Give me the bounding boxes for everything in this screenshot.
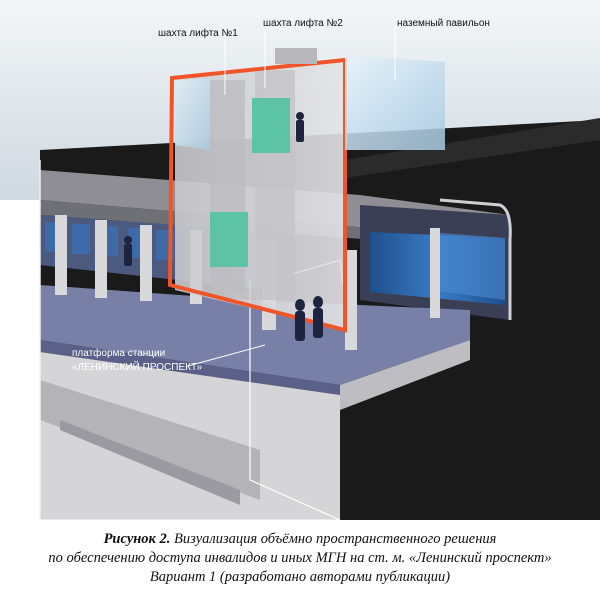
label-platform-line1: платформа станции bbox=[72, 347, 165, 359]
tunnel-outline bbox=[439, 198, 512, 320]
label-shaft1: шахта лифта №1 bbox=[158, 27, 238, 39]
platform-floor bbox=[40, 285, 470, 385]
train-front bbox=[430, 232, 505, 300]
elevator-cab-1 bbox=[210, 212, 248, 267]
caption-line-2: по обеспечению доступа инвалидов и иных … bbox=[48, 550, 552, 566]
label-pavilion: наземный павильон bbox=[397, 18, 490, 29]
pavilion-glass-left bbox=[175, 78, 210, 150]
machine-room bbox=[275, 48, 317, 64]
label-platform-line2: «ЛЕНИНСКИЙ ПРОСПЕКТ» bbox=[72, 360, 203, 373]
platform-side bbox=[340, 340, 470, 410]
rail bbox=[60, 420, 240, 505]
pavilion-glass bbox=[345, 55, 445, 150]
ground-surface bbox=[345, 118, 600, 178]
callout-lines bbox=[187, 25, 396, 367]
platform-edge bbox=[40, 340, 340, 395]
caption-line-3: Вариант 1 (разработано авторами публикац… bbox=[149, 569, 451, 585]
people bbox=[124, 112, 323, 341]
figure-caption: Рисунок 2. Визуализация объёмно простран… bbox=[0, 528, 600, 600]
label-shaft2: шахта лифта №2 bbox=[263, 17, 343, 29]
caption-line-1: Рисунок 2. Визуализация объёмно простран… bbox=[0, 530, 600, 548]
diagram-svg: шахта лифта №1 шахта лифта №2 наземный п… bbox=[0, 0, 600, 521]
elevator-cab-2 bbox=[252, 98, 290, 153]
caption-label: Рисунок 2. bbox=[103, 531, 171, 547]
caption-line1-text: Визуализация объёмно пространственного р… bbox=[170, 531, 497, 547]
track-wall bbox=[40, 380, 260, 500]
station-diagram: шахта лифта №1 шахта лифта №2 наземный п… bbox=[0, 0, 600, 521]
